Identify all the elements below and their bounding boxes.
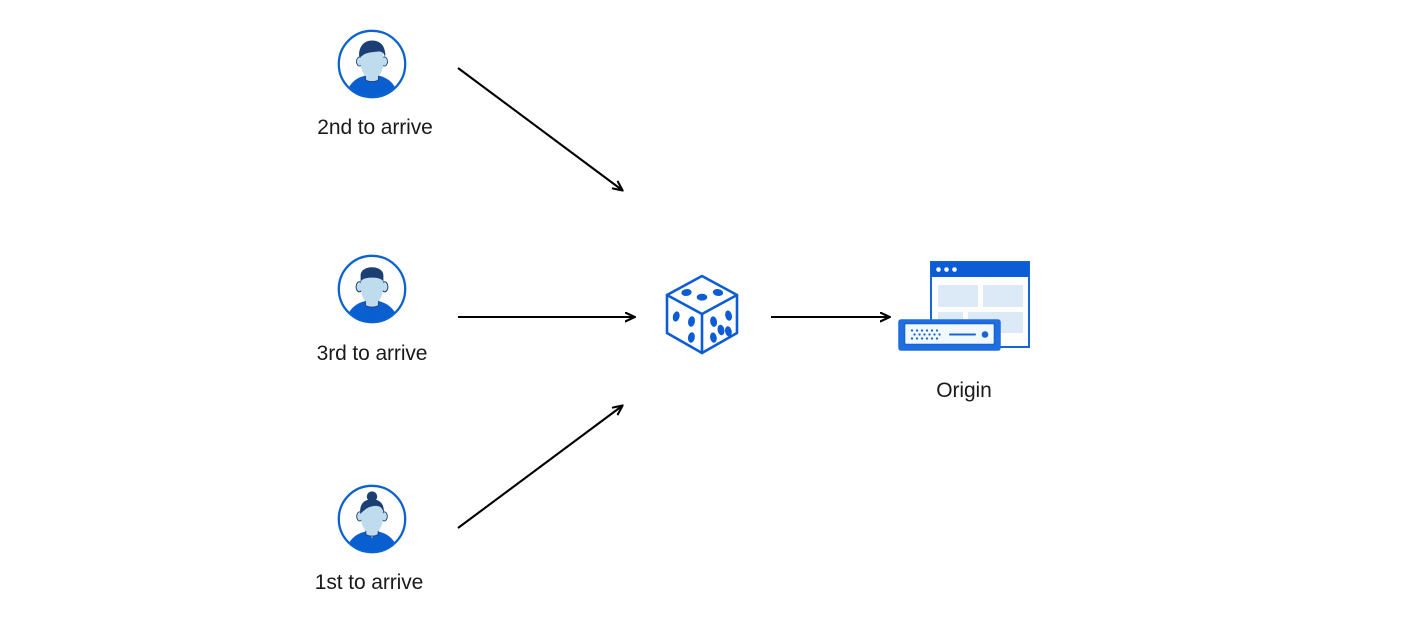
load-balancer-node[interactable] xyxy=(661,271,743,363)
client-label-3rd: 3rd to arrive xyxy=(316,342,428,365)
dice-icon xyxy=(665,274,739,355)
origin-label: Origin xyxy=(936,379,992,402)
server-vent-dots xyxy=(910,329,941,340)
client-node-3rd[interactable] xyxy=(336,253,408,325)
browser-window-dots xyxy=(936,267,957,272)
origin-node[interactable] xyxy=(893,255,1038,365)
client-label-2nd: 2nd to arrive xyxy=(317,116,433,139)
client-node-1st[interactable] xyxy=(336,483,408,555)
avatar-female-bun-icon xyxy=(337,484,407,554)
arrow-client-1st-to-balancer xyxy=(457,406,622,529)
client-label-1st: 1st to arrive xyxy=(314,571,424,594)
avatar-male-short-hair-icon xyxy=(337,29,407,99)
server-device xyxy=(898,319,1001,351)
client-node-2nd[interactable] xyxy=(336,28,408,100)
origin-server-icon xyxy=(898,261,1030,351)
avatar-male-flat-top-icon xyxy=(337,254,407,324)
